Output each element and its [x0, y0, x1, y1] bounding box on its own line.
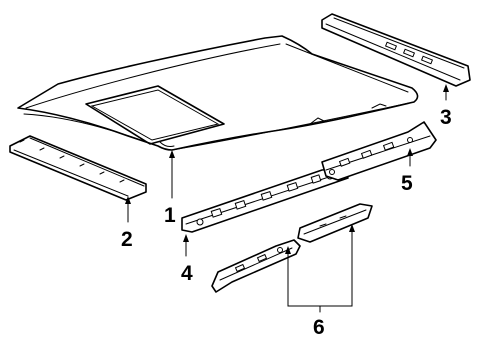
- callout-3: 3: [440, 106, 452, 129]
- callout-6: 6: [313, 316, 325, 339]
- callout-5: 5: [401, 172, 413, 195]
- front-header-rail: [9, 135, 147, 201]
- sunroof-opening: [85, 85, 225, 145]
- side-roof-rail: [181, 167, 349, 233]
- callout-1: 1: [164, 204, 176, 227]
- roof-reinforcement-left: [211, 239, 301, 293]
- rear-header-rail: [321, 13, 471, 87]
- side-roof-rail-right: [321, 121, 437, 181]
- callout-4: 4: [181, 262, 193, 285]
- callout-2: 2: [121, 228, 133, 251]
- roof-panel: [17, 35, 419, 151]
- roof-reinforcement-right: [297, 203, 373, 243]
- leader-lines: [125, 84, 449, 313]
